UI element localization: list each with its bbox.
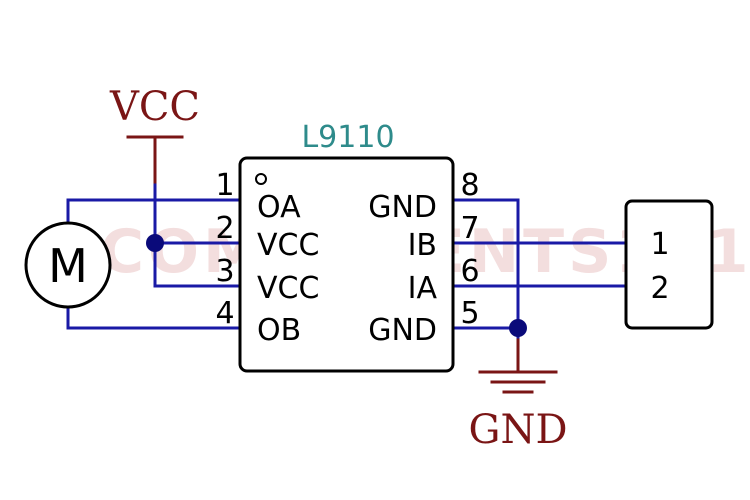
pin-name-vcc-2: VCC — [257, 228, 319, 263]
wire-motor-to-pin1 — [66, 198, 242, 232]
motor-label: M — [48, 239, 88, 293]
ic-l9110: L9110 1 2 3 4 OA VCC VCC OB GND IB IA GN… — [215, 120, 480, 373]
ic-body — [238, 156, 455, 373]
connector-pin-2: 2 — [650, 271, 669, 306]
vcc-symbol: VCC — [109, 84, 200, 184]
pin-name-ia: IA — [408, 271, 438, 306]
pin-name-gnd-5: GND — [368, 313, 437, 348]
pin-name-ob: OB — [257, 313, 301, 348]
connector-pin-1: 1 — [650, 227, 669, 262]
junction-vcc — [146, 234, 164, 252]
pin-number-4: 4 — [215, 296, 234, 331]
pin-number-3: 3 — [215, 254, 234, 289]
wires — [66, 180, 628, 342]
pin1-indicator — [255, 173, 267, 185]
ground-symbol: GND — [468, 338, 568, 453]
motor-symbol: M — [24, 221, 112, 309]
connector-2pin: 1 2 — [624, 199, 714, 330]
wire-pin8-gnd — [451, 198, 520, 342]
wire-vcc-rail — [153, 180, 242, 288]
junction-gnd — [509, 319, 527, 337]
pin-number-7: 7 — [460, 211, 479, 246]
pin-number-2: 2 — [215, 211, 234, 246]
pin-number-5: 5 — [460, 296, 479, 331]
pin-name-vcc-3: VCC — [257, 271, 319, 306]
part-name: L9110 — [301, 120, 394, 155]
connector-body — [624, 199, 714, 330]
pin-number-6: 6 — [460, 254, 479, 289]
vcc-label: VCC — [109, 84, 200, 130]
pin-name-gnd-8: GND — [368, 190, 437, 225]
pin-name-ib: IB — [408, 228, 437, 263]
pin-number-1: 1 — [215, 168, 234, 203]
pin-number-8: 8 — [460, 168, 479, 203]
wire-motor-to-pin4 — [66, 298, 242, 330]
motor-circle — [24, 221, 112, 309]
gnd-label: GND — [468, 407, 567, 453]
pin-name-oa: OA — [257, 190, 301, 225]
